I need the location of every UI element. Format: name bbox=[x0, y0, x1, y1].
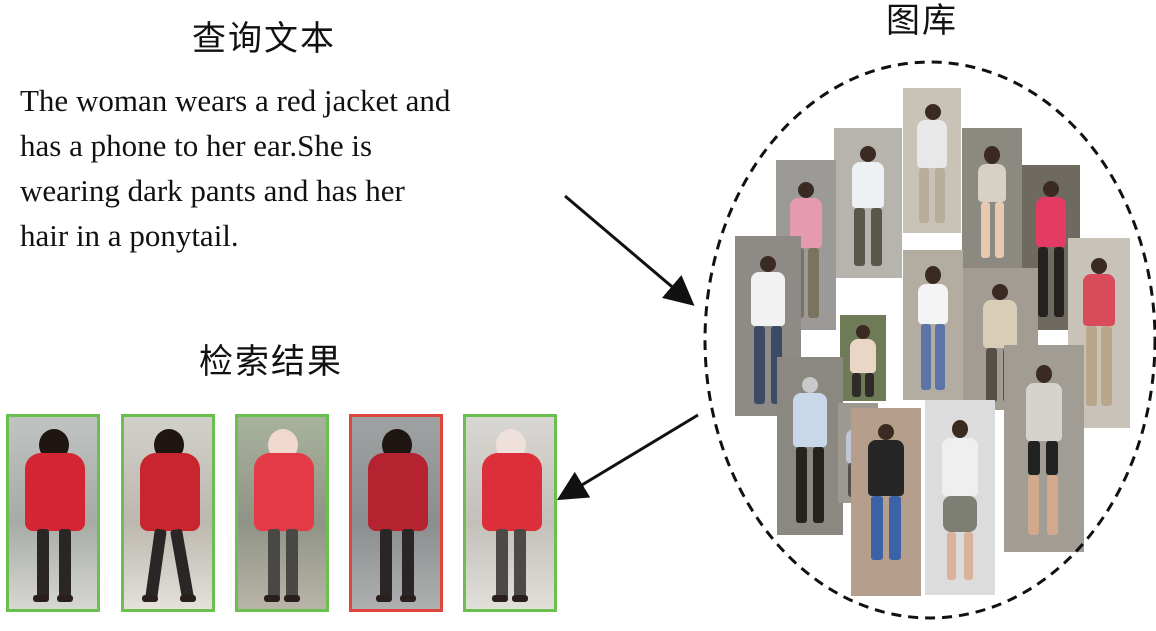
gallery-to-results-arrow bbox=[556, 413, 699, 501]
gallery-image bbox=[903, 250, 963, 400]
query-text-line: hair in a ponytail. bbox=[20, 218, 239, 253]
gallery-image bbox=[962, 128, 1022, 268]
result-image-correct bbox=[6, 414, 100, 612]
gallery-image bbox=[851, 408, 921, 596]
query-to-gallery-arrow bbox=[564, 194, 695, 306]
result-image-correct bbox=[121, 414, 215, 612]
result-image-correct bbox=[463, 414, 557, 612]
gallery-image bbox=[834, 128, 902, 278]
gallery-image bbox=[1004, 345, 1084, 552]
gallery-image bbox=[840, 315, 886, 401]
query-text-line: The woman wears a red jacket and bbox=[20, 83, 451, 118]
query-text-line: has a phone to her ear.She is bbox=[20, 128, 373, 163]
result-image-incorrect bbox=[349, 414, 443, 612]
result-image-correct bbox=[235, 414, 329, 612]
results-heading: 检索结果 bbox=[199, 342, 343, 382]
gallery-image bbox=[903, 88, 961, 233]
query-text: The woman wears a red jacket and has a p… bbox=[20, 78, 560, 258]
query-text-heading: 查询文本 bbox=[192, 19, 336, 59]
gallery-image bbox=[925, 400, 995, 595]
query-text-line: wearing dark pants and has her bbox=[20, 173, 405, 208]
gallery-heading: 图库 bbox=[886, 1, 958, 41]
gallery-image bbox=[777, 357, 843, 535]
